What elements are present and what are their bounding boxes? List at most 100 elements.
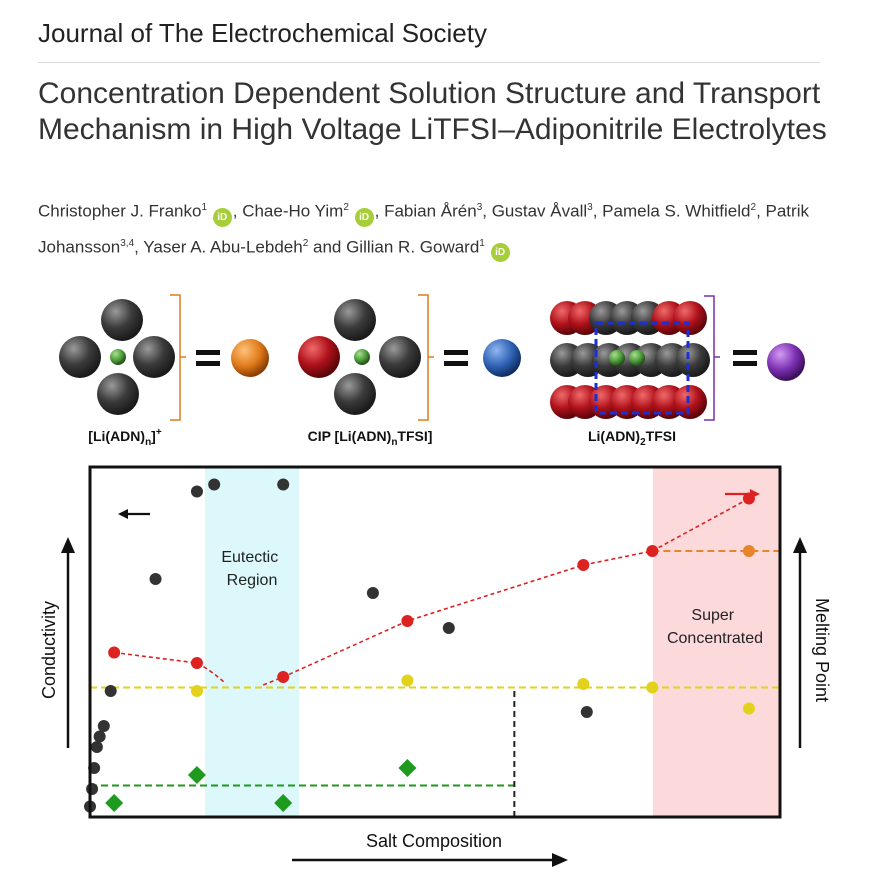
cluster-bracket	[418, 294, 434, 421]
author-affiliation: 2	[750, 202, 757, 213]
species-label-2: CIP [Li(ADN)nTFSI]	[308, 428, 433, 448]
author-name: Chae-Ho Yim	[242, 201, 344, 221]
equals-sign	[733, 350, 757, 355]
anion-sphere	[673, 301, 707, 335]
data-point	[274, 794, 293, 812]
author-affiliation: 1	[201, 202, 208, 213]
data-point	[190, 485, 203, 498]
data-point	[277, 671, 290, 683]
left-axis-arrow	[61, 537, 75, 748]
chart: Eutectic Region Super Concentrated Condu…	[39, 465, 832, 867]
cluster-sphere	[767, 343, 805, 381]
data-point	[105, 794, 124, 812]
data-point	[90, 741, 103, 753]
data-point	[646, 545, 659, 557]
equals-sign	[444, 361, 468, 366]
super-concentrated-band	[653, 467, 780, 817]
author-name: Christopher J. Franko	[38, 201, 202, 221]
data-point	[401, 674, 414, 687]
species-label-3: Li(ADN)2TFSI	[588, 428, 676, 448]
article-title: Concentration Dependent Solution Structu…	[38, 77, 827, 146]
author-affiliation: 1	[479, 237, 485, 249]
author-affiliation: 3	[476, 202, 483, 213]
left-arrow-marker	[118, 509, 150, 519]
author-affiliation: 3,4	[120, 237, 135, 249]
anion-sphere	[298, 336, 340, 378]
data-point	[398, 759, 417, 777]
author-affiliation: 3	[587, 202, 593, 213]
data-point	[97, 720, 110, 732]
author-name: Pamela S. Whitfield	[602, 201, 751, 221]
equals-sign	[196, 361, 220, 366]
cluster-li-adn	[59, 294, 269, 421]
data-point	[442, 622, 455, 634]
cluster-bracket	[704, 295, 720, 421]
data-point	[577, 678, 590, 690]
data-point	[646, 681, 659, 694]
solvent-sphere	[334, 373, 376, 415]
species-label-1: [Li(ADN)n]+	[88, 427, 162, 448]
data-point	[580, 706, 593, 718]
solvent-sphere	[334, 299, 376, 341]
data-point	[187, 766, 206, 784]
lithium-sphere	[110, 349, 126, 365]
right-axis-arrow	[793, 537, 807, 748]
graphical-abstract: [Li(ADN)n]+ CIP [Li(ADN)nTFSI] Li(ADN)2T…	[39, 294, 832, 867]
data-point	[86, 783, 99, 795]
lithium-sphere	[354, 349, 370, 365]
right-axis-label: Melting Point	[812, 598, 832, 702]
data-point	[190, 657, 203, 669]
equals-sign	[196, 350, 220, 355]
author-affiliation: 2	[302, 237, 309, 249]
data-point	[742, 545, 755, 557]
x-axis-arrow	[292, 853, 568, 867]
eutectic-label: Eutectic Region	[221, 549, 282, 589]
author-name: Gillian R. Goward	[346, 237, 480, 257]
orcid-icon[interactable]: iD	[354, 207, 374, 227]
data-point	[104, 685, 117, 697]
lithium-sphere	[629, 350, 645, 366]
author-name: Patrik Johansson	[38, 201, 809, 257]
guide-lines	[90, 550, 780, 817]
data-point	[742, 702, 755, 715]
solvent-sphere	[101, 299, 143, 341]
orcid-icon[interactable]: iD	[490, 243, 510, 263]
plot-frame	[88, 465, 782, 819]
cluster-crystal	[550, 301, 710, 419]
data-point	[108, 646, 121, 659]
solvent-sphere	[379, 336, 421, 378]
author-name: Gustav Åvall	[491, 201, 588, 221]
cluster-bracket	[170, 294, 186, 421]
eutectic-band	[205, 467, 299, 817]
data-point	[366, 587, 379, 599]
data-point	[208, 478, 221, 491]
data-point	[149, 573, 162, 585]
super-concentrated-label: Super Concentrated	[667, 607, 763, 647]
solvent-sphere	[97, 373, 139, 415]
solvent-sphere	[676, 343, 710, 377]
left-axis-label: Conductivity	[39, 601, 59, 699]
data-point	[93, 730, 106, 743]
x-axis-label: Salt Composition	[366, 831, 502, 851]
cluster-sphere	[483, 339, 521, 377]
unit-cell-box	[594, 321, 690, 415]
orcid-icon[interactable]: iD	[212, 207, 232, 227]
anion-sphere	[673, 385, 707, 419]
data-point	[401, 615, 414, 627]
author-name: Fabian Årén	[384, 201, 477, 221]
right-arrow-marker	[725, 489, 760, 499]
equals-sign	[444, 350, 468, 355]
solvent-sphere	[59, 336, 101, 378]
author-name: Yaser A. Abu-Lebdeh	[143, 237, 303, 257]
header-divider	[38, 62, 820, 63]
equals-sign	[733, 361, 757, 366]
lithium-sphere	[609, 350, 625, 366]
data-point	[190, 685, 203, 697]
cluster-cip	[298, 294, 521, 421]
cluster-sphere	[231, 339, 269, 377]
data-point	[277, 478, 290, 491]
data-point	[577, 559, 590, 571]
author-list: Christopher J. Franko1 iD, Chae-Ho Yim2 …	[38, 192, 850, 263]
author-affiliation: 2	[343, 202, 349, 213]
journal-name: Journal of The Electrochemical Society	[38, 18, 487, 48]
